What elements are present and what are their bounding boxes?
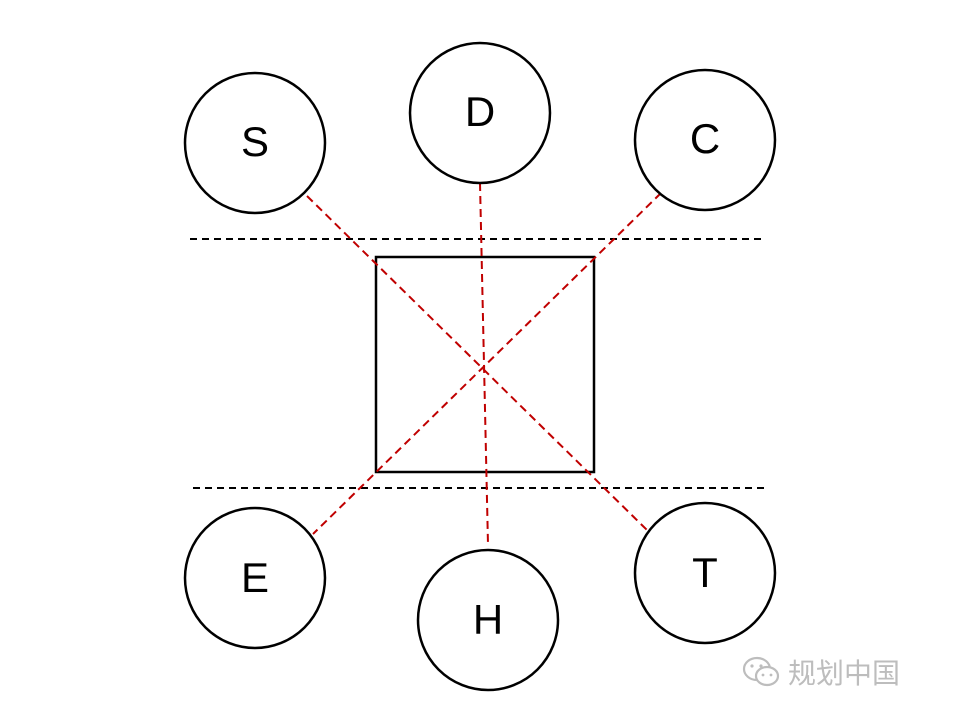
node-c-label: C	[690, 115, 720, 162]
wechat-icon	[742, 656, 780, 687]
node-d-circle	[408, 41, 552, 185]
center-square	[374, 255, 596, 474]
node-t-label: T	[692, 549, 718, 596]
node-h-label: H	[473, 596, 503, 643]
node-s: S	[183, 71, 327, 215]
node-e-label: E	[241, 554, 269, 601]
node-t-circle	[633, 501, 777, 645]
watermark: 规划中国	[742, 652, 900, 692]
connector-c-e	[312, 192, 662, 535]
node-e-circle	[183, 506, 327, 650]
watermark-text: 规划中国	[788, 657, 901, 690]
node-d-label: D	[465, 88, 495, 135]
connector-s-t	[306, 195, 649, 532]
node-s-label: S	[241, 118, 269, 165]
node-e: E	[183, 506, 327, 650]
node-c-circle	[633, 68, 777, 212]
node-h-circle	[416, 548, 560, 692]
connector-d-h	[479, 182, 489, 546]
node-s-circle	[183, 71, 327, 215]
node-d: D	[408, 41, 552, 185]
node-h: H	[416, 548, 560, 692]
node-c: C	[633, 68, 777, 212]
node-t: T	[633, 501, 777, 645]
